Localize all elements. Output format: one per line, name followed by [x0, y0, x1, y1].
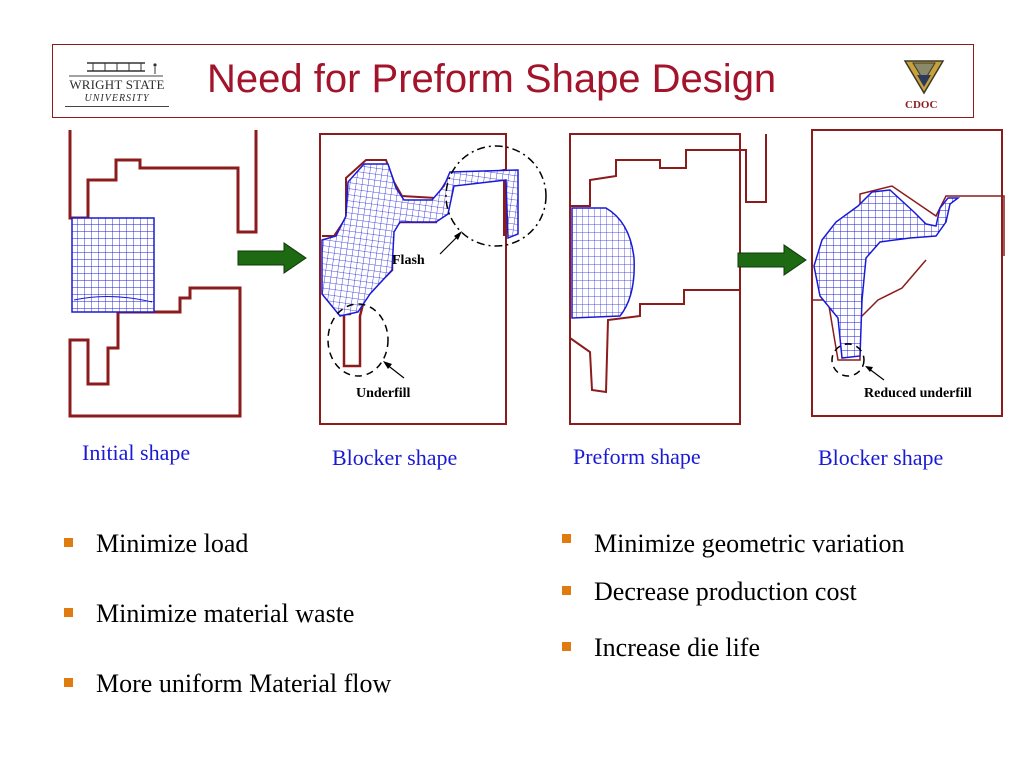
- bullet-square-icon: [562, 586, 571, 595]
- bullet-list-right: Minimize geometric variation Decrease pr…: [556, 520, 996, 668]
- upper-die-outline: [70, 130, 256, 232]
- bullet-text: Minimize material waste: [96, 599, 354, 628]
- bullet-list-left: Minimize load Minimize material waste Mo…: [58, 528, 518, 700]
- list-item: Minimize load: [58, 528, 518, 560]
- arrow-right-icon: [738, 245, 806, 275]
- bullet-square-icon: [64, 608, 73, 617]
- preform-mesh: [572, 208, 634, 318]
- blocker-shape-panel-1: [320, 134, 546, 424]
- bullet-square-icon: [64, 538, 73, 547]
- caption-blocker-shape-1: Blocker shape: [332, 445, 457, 471]
- list-item: Increase die life: [556, 628, 996, 668]
- blocker-shape-panel-2: [812, 130, 1004, 416]
- bullet-text: Minimize load: [96, 529, 248, 558]
- initial-shape-panel: [70, 130, 256, 416]
- list-item: More uniform Material flow: [58, 668, 518, 700]
- list-item: Minimize geometric variation: [556, 520, 914, 568]
- bullet-square-icon: [64, 678, 73, 687]
- reduced-underfill-label: Reduced underfill: [864, 386, 972, 402]
- list-item: Decrease production cost: [556, 572, 996, 612]
- preform-shape-panel: [570, 134, 766, 424]
- flash-label: Flash: [392, 253, 425, 269]
- underfill-label: Underfill: [356, 386, 410, 402]
- bullet-text: Decrease production cost: [594, 577, 857, 606]
- bullet-text: Increase die life: [594, 633, 760, 662]
- arrow-right-icon: [238, 243, 306, 273]
- bullet-square-icon: [562, 534, 571, 543]
- bullet-square-icon: [562, 642, 571, 651]
- blocker-mesh: [322, 164, 518, 316]
- caption-blocker-shape-2: Blocker shape: [818, 445, 943, 471]
- caption-preform-shape: Preform shape: [573, 444, 701, 470]
- list-item: Minimize material waste: [58, 598, 518, 630]
- bullet-text: More uniform Material flow: [96, 669, 391, 698]
- bullet-text: Minimize geometric variation: [594, 529, 904, 558]
- caption-initial-shape: Initial shape: [82, 440, 190, 466]
- flash-highlight: [446, 146, 546, 246]
